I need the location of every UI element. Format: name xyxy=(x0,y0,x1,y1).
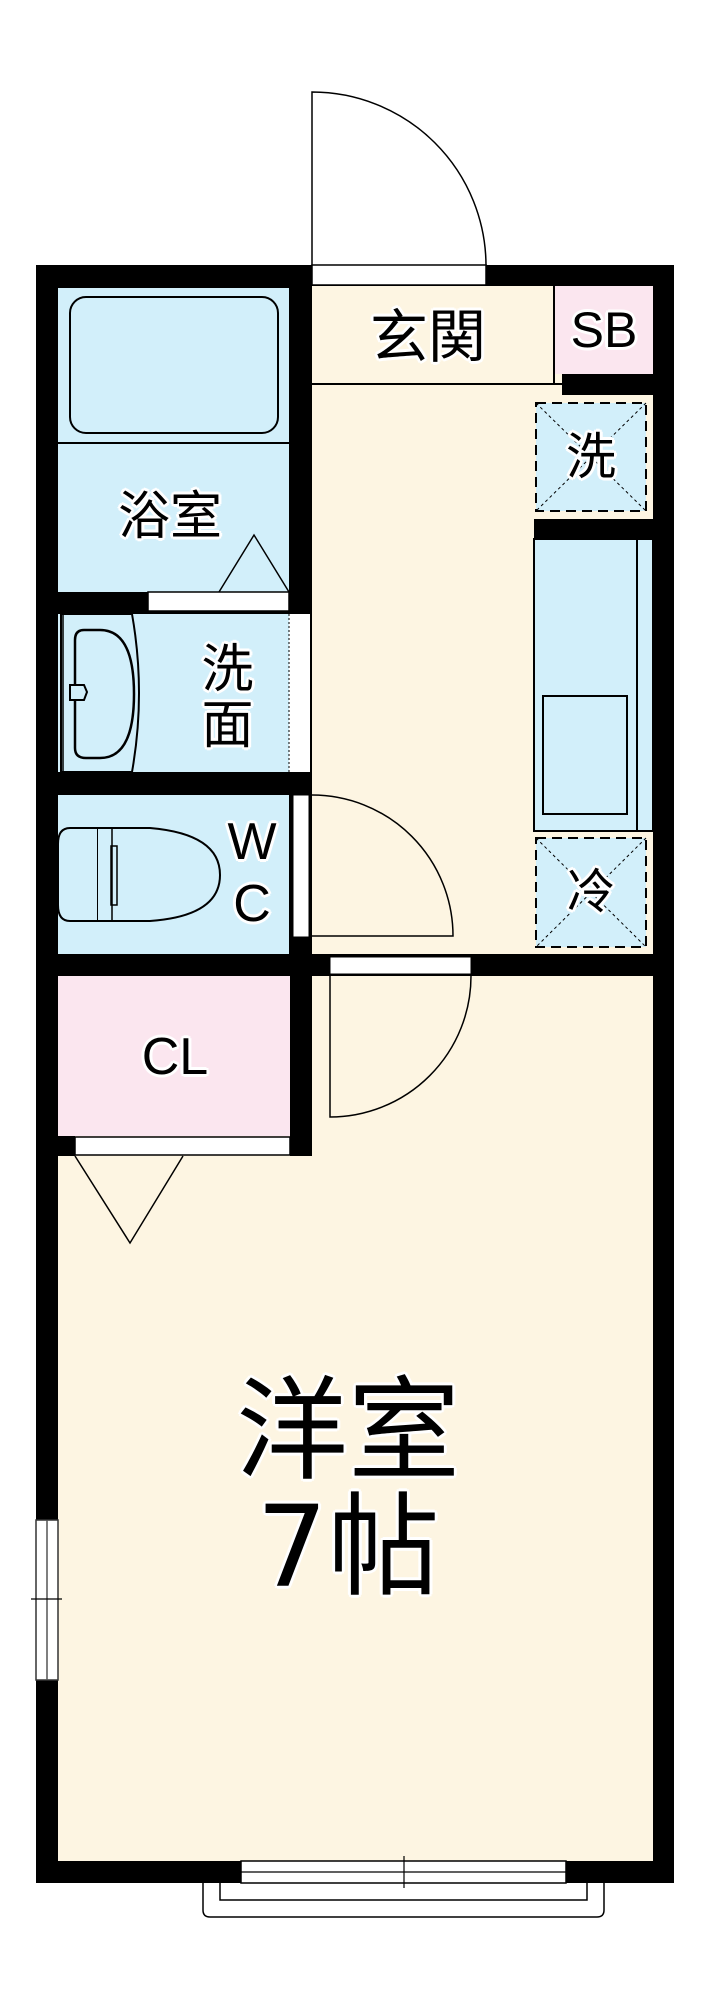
closet-floor xyxy=(58,976,290,1136)
label-washroom: 洗面 xyxy=(192,641,252,753)
washroom-opening xyxy=(289,614,310,772)
toilet-tank xyxy=(57,827,99,922)
vanity xyxy=(60,613,140,773)
room-name: 洋室 xyxy=(236,1366,460,1497)
basin xyxy=(73,628,136,760)
sb-wall xyxy=(562,374,653,395)
label-western-room: 洋室 7帖 xyxy=(236,1366,460,1613)
room-door-swing xyxy=(329,975,472,1118)
closet-door xyxy=(74,1136,291,1156)
entrance-door xyxy=(311,264,487,286)
shoe-box-area xyxy=(555,286,653,374)
wc-door xyxy=(292,794,310,938)
label-fridge: 冷 xyxy=(566,864,616,920)
kitchen-wall xyxy=(534,519,653,539)
bath-door xyxy=(147,591,290,612)
label-washer: 洗 xyxy=(566,428,616,486)
label-wc: WC xyxy=(223,813,281,937)
label-shoe-box: SB xyxy=(570,302,638,358)
label-bathroom: 浴室 xyxy=(117,487,223,547)
label-closet: CL xyxy=(141,1028,209,1086)
wc-door-swing xyxy=(311,794,454,937)
closet-door-swing xyxy=(74,1155,184,1245)
label-genkan: 玄関 xyxy=(369,303,487,371)
kitchen-sink xyxy=(542,695,628,815)
toilet-bowl xyxy=(98,827,222,922)
entrance-door-swing xyxy=(311,91,487,266)
bathtub xyxy=(69,296,279,434)
room-door xyxy=(329,956,472,975)
bath-door-swing xyxy=(218,533,290,593)
room-size: 7帖 xyxy=(256,1483,440,1613)
